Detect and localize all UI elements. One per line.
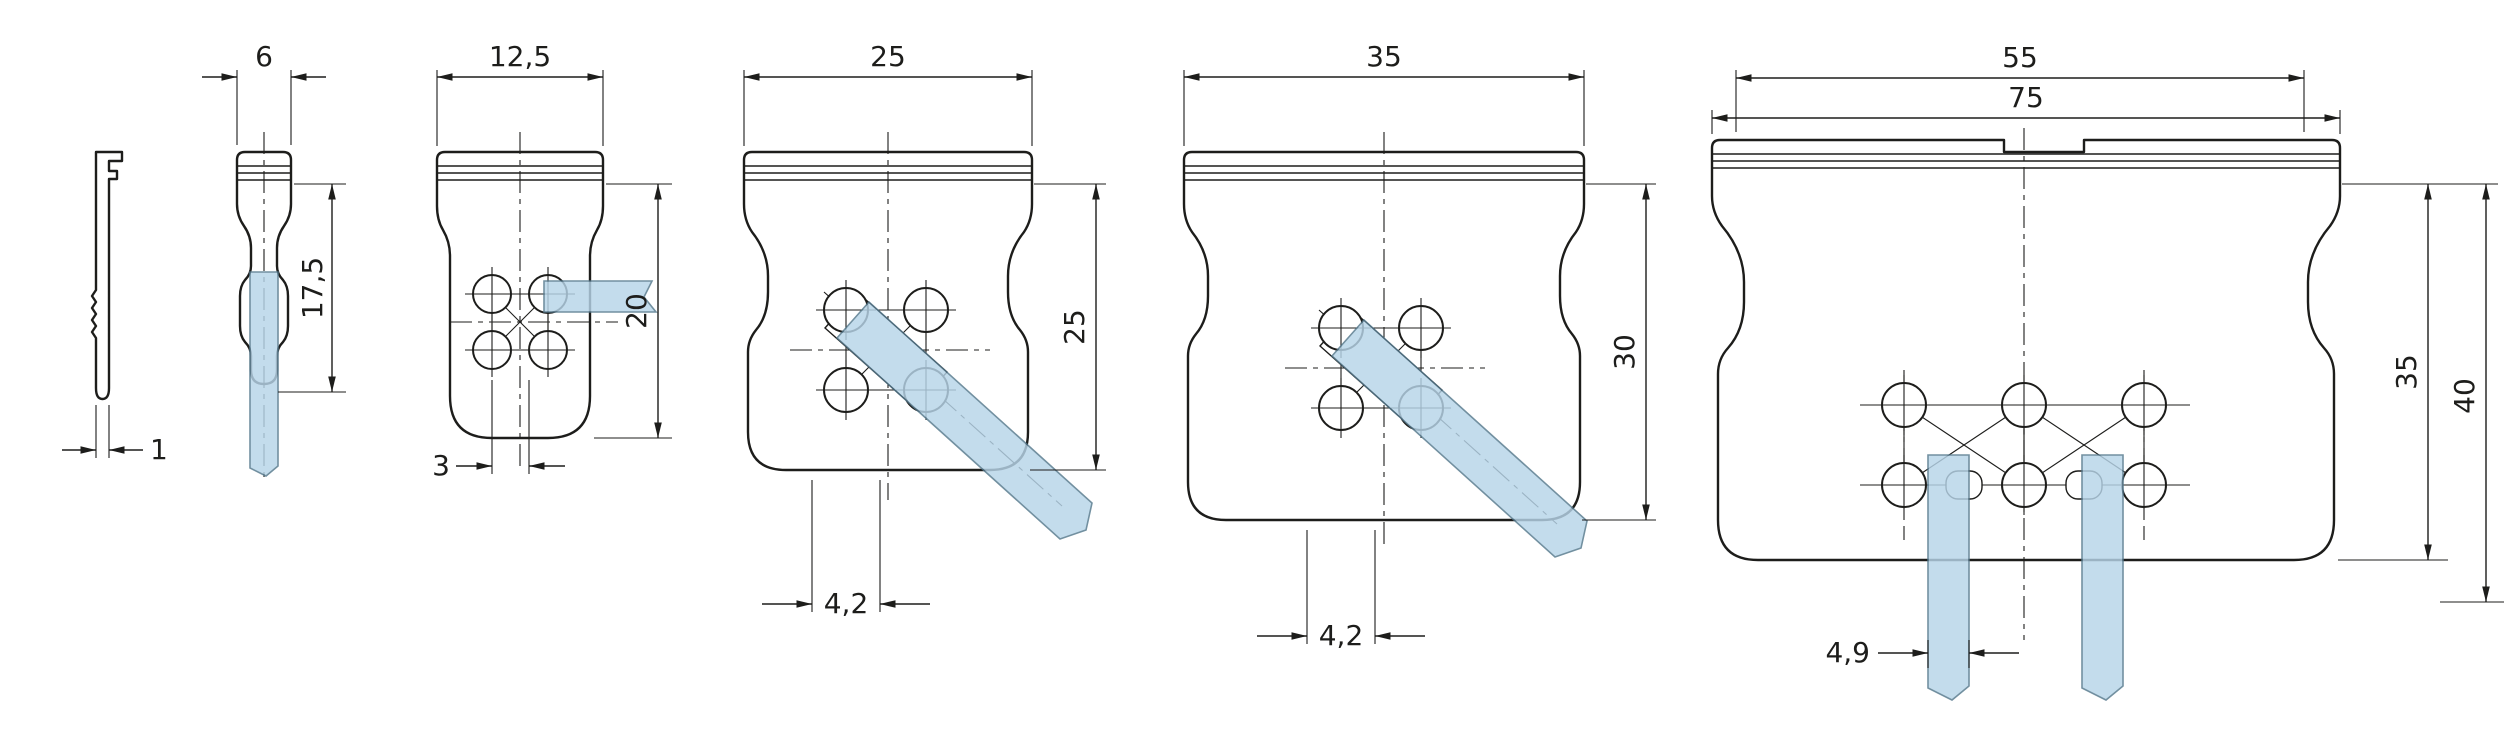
dimension-width-outer: 75 bbox=[1711, 81, 2341, 134]
dim-label-height-inner: 35 bbox=[2390, 354, 2423, 390]
dimension-wire-gauge: 4,2 bbox=[1257, 530, 1425, 652]
hole-crosshairs bbox=[465, 267, 575, 377]
dim-label-width: 12,5 bbox=[489, 40, 551, 73]
part-outline bbox=[435, 150, 605, 440]
dimension-height: 30 bbox=[1582, 183, 1656, 521]
part-outline bbox=[1710, 138, 2342, 562]
lamination-lines bbox=[1712, 153, 2340, 169]
dimension-height: 25 bbox=[1030, 183, 1106, 471]
view-front-75mm: 55 75 35 40 4,9 bbox=[1710, 41, 2504, 701]
dim-label-pitch: 3 bbox=[432, 449, 450, 482]
dim-label-wire-gauge: 4,2 bbox=[824, 587, 869, 620]
wire bbox=[1927, 454, 1970, 701]
contact-holes bbox=[1874, 375, 2174, 515]
dimension-wire-gauge: 4,2 bbox=[762, 480, 930, 620]
dimension-height-inner: 35 bbox=[2338, 183, 2498, 561]
view-side-profile: 1 bbox=[62, 150, 168, 466]
lamination-lines bbox=[1184, 165, 1584, 181]
dim-label-height: 20 bbox=[620, 293, 653, 329]
lamination-lines bbox=[744, 165, 1032, 181]
dim-label-width: 6 bbox=[255, 40, 273, 73]
dim-label-height: 17,5 bbox=[296, 257, 329, 319]
dim-label-height-outer: 40 bbox=[2448, 378, 2481, 414]
dimension-width: 12,5 bbox=[436, 40, 604, 146]
dimension-wire-gauge: 4,9 bbox=[1825, 636, 2019, 669]
part-outline bbox=[90, 150, 124, 401]
dim-label-width-inner: 55 bbox=[2002, 41, 2038, 74]
dim-label-width-outer: 75 bbox=[2008, 81, 2044, 114]
wire bbox=[1330, 318, 1588, 558]
wire bbox=[249, 271, 279, 477]
hole-crosshairs bbox=[1874, 375, 2174, 515]
dimension-height: 20 bbox=[594, 183, 672, 439]
dim-label-height: 25 bbox=[1058, 309, 1091, 345]
wire bbox=[543, 280, 658, 313]
dim-label-width: 25 bbox=[870, 40, 906, 73]
dim-label-width: 35 bbox=[1366, 40, 1402, 73]
view-front-6mm: 6 17,5 bbox=[202, 40, 346, 478]
view-front-12-5mm: 12,5 20 3 bbox=[432, 40, 672, 482]
lamination-lines bbox=[237, 165, 291, 181]
dimension-width: 25 bbox=[743, 40, 1033, 146]
dim-label-height: 30 bbox=[1608, 334, 1641, 370]
dim-label-thickness: 1 bbox=[150, 433, 168, 466]
view-front-35mm: 35 30 4,2 bbox=[1182, 40, 1656, 652]
dimension-width: 35 bbox=[1183, 40, 1585, 146]
dimension-width: 6 bbox=[202, 40, 326, 145]
dimension-thickness: 1 bbox=[62, 405, 168, 466]
dimension-height: 17,5 bbox=[278, 183, 346, 393]
dim-label-wire-gauge: 4,9 bbox=[1825, 636, 1870, 669]
lamination-lines bbox=[437, 165, 603, 181]
dimension-height-outer: 40 bbox=[2440, 184, 2504, 603]
dim-label-wire-gauge: 4,2 bbox=[1319, 619, 1364, 652]
view-front-25mm: 25 25 4,2 bbox=[742, 40, 1106, 620]
wire bbox=[2081, 454, 2124, 701]
dimension-pitch: 3 bbox=[432, 380, 565, 482]
wire bbox=[835, 300, 1093, 540]
